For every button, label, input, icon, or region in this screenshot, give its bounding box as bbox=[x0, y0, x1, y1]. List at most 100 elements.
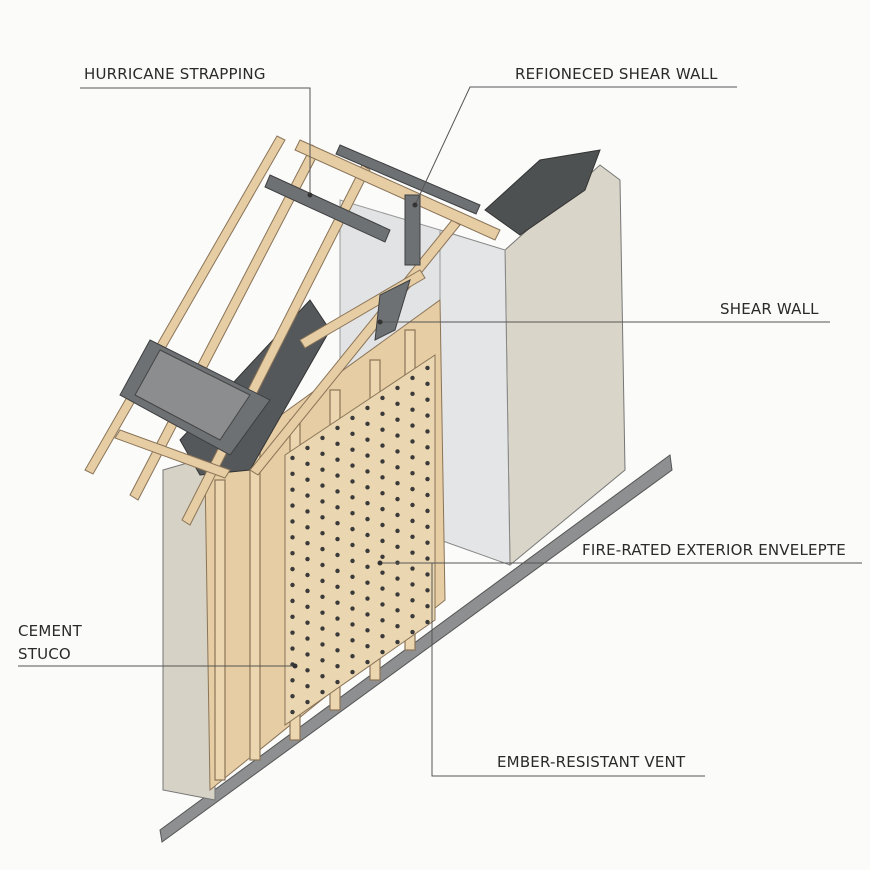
perforation-hole bbox=[305, 509, 310, 514]
perforation-hole bbox=[380, 618, 385, 623]
perforation-hole bbox=[350, 511, 355, 516]
perforation-hole bbox=[410, 518, 415, 524]
perforation-hole bbox=[320, 578, 325, 584]
perforation-hole bbox=[425, 445, 430, 450]
perforation-hole bbox=[335, 505, 340, 510]
perforation-hole bbox=[410, 439, 415, 444]
perforation-hole bbox=[395, 528, 400, 534]
perforation-hole bbox=[395, 592, 400, 597]
perforation-hole bbox=[425, 476, 430, 482]
perforation-hole bbox=[395, 576, 400, 581]
perforation-hole bbox=[380, 395, 385, 401]
perforation-hole bbox=[320, 451, 325, 457]
perforation-hole bbox=[335, 584, 340, 589]
perforation-hole bbox=[290, 646, 295, 651]
perforation-hole bbox=[335, 425, 340, 431]
perforation-hole bbox=[305, 699, 310, 705]
perforation-hole bbox=[320, 435, 325, 441]
perforation-hole bbox=[365, 596, 370, 601]
perforation-hole bbox=[335, 616, 340, 621]
perforation-hole bbox=[320, 515, 325, 520]
perforation-hole bbox=[410, 486, 415, 492]
sheathing-perforations bbox=[290, 365, 430, 715]
leader-dots bbox=[292, 192, 418, 669]
perforation-hole bbox=[335, 473, 340, 478]
perforation-hole bbox=[320, 689, 325, 695]
perforation-hole bbox=[365, 659, 370, 665]
perforation-hole bbox=[290, 503, 295, 508]
perforation-hole bbox=[335, 663, 340, 669]
perforation-hole bbox=[410, 423, 415, 428]
perforated-sheathing bbox=[284, 354, 436, 726]
perforation-hole bbox=[425, 524, 430, 529]
perforation-hole bbox=[290, 471, 295, 477]
perforation-hole bbox=[365, 437, 370, 442]
perforation-hole bbox=[350, 638, 355, 643]
perforation-hole bbox=[365, 564, 370, 569]
perforation-hole bbox=[335, 568, 340, 574]
perforation-hole bbox=[395, 433, 400, 438]
perforation-hole bbox=[350, 606, 355, 611]
perforation-hole bbox=[425, 461, 430, 466]
perforation-hole bbox=[305, 636, 310, 641]
perforation-hole bbox=[350, 447, 355, 452]
perforation-hole bbox=[365, 405, 370, 411]
perforation-hole bbox=[335, 521, 340, 526]
perforation-hole bbox=[350, 590, 355, 595]
perforation-hole bbox=[290, 551, 295, 556]
perforation-hole bbox=[410, 455, 415, 460]
perforation-hole bbox=[395, 385, 400, 391]
perforation-hole bbox=[320, 673, 325, 679]
perforation-hole bbox=[290, 455, 295, 461]
perforation-hole bbox=[320, 594, 325, 599]
perforation-hole bbox=[305, 572, 310, 578]
label-cement-stucco-line2: STUCO bbox=[18, 645, 71, 663]
perforation-hole bbox=[365, 643, 370, 649]
perforation-hole bbox=[395, 401, 400, 407]
perforation-hole bbox=[410, 613, 415, 619]
label-fire-rated-envelope: FIRE-RATED EXTERIOR ENVELEPTE bbox=[582, 541, 846, 559]
perforation-hole bbox=[305, 588, 310, 594]
perforation-hole bbox=[350, 431, 355, 437]
perforation-hole bbox=[335, 489, 340, 494]
perforation-hole bbox=[290, 582, 295, 588]
perforation-hole bbox=[335, 600, 340, 605]
perforation-hole bbox=[365, 485, 370, 490]
perforation-hole bbox=[380, 649, 385, 655]
perforation-hole bbox=[365, 628, 370, 633]
perforation-hole bbox=[425, 397, 430, 402]
perforation-hole bbox=[305, 604, 310, 609]
perforation-hole bbox=[365, 516, 370, 522]
label-cement-stucco-line1: CEMENT bbox=[18, 622, 82, 640]
perforation-hole bbox=[425, 540, 430, 545]
perforation-hole bbox=[320, 483, 325, 488]
perforation-hole bbox=[290, 614, 295, 619]
perforation-hole bbox=[380, 459, 385, 464]
perforation-hole bbox=[350, 463, 355, 468]
label-shear-wall: SHEAR WALL bbox=[720, 300, 819, 318]
ridge-vent-mesh bbox=[484, 149, 601, 236]
perforation-hole bbox=[395, 417, 400, 422]
perforation-hole bbox=[410, 471, 415, 476]
perforation-hole bbox=[350, 495, 355, 500]
perforation-hole bbox=[335, 679, 340, 685]
perforation-hole bbox=[290, 598, 295, 604]
perforation-hole bbox=[290, 535, 295, 540]
perforation-hole bbox=[320, 626, 325, 631]
perforation-hole bbox=[410, 582, 415, 587]
perforation-hole bbox=[335, 648, 340, 653]
perforation-hole bbox=[395, 623, 400, 629]
perforation-hole bbox=[380, 554, 385, 559]
perforation-hole bbox=[320, 467, 325, 472]
perforation-hole bbox=[425, 556, 430, 561]
perforation-hole bbox=[350, 542, 355, 548]
perforation-hole bbox=[290, 519, 295, 524]
perforation-hole bbox=[410, 550, 415, 555]
perforation-hole bbox=[350, 479, 355, 484]
perforation-hole bbox=[380, 522, 385, 528]
perforation-hole bbox=[410, 502, 415, 508]
perforation-hole bbox=[395, 481, 400, 486]
label-reinforced-shear-wall: REFIONECED SHEAR WALL bbox=[515, 65, 718, 83]
